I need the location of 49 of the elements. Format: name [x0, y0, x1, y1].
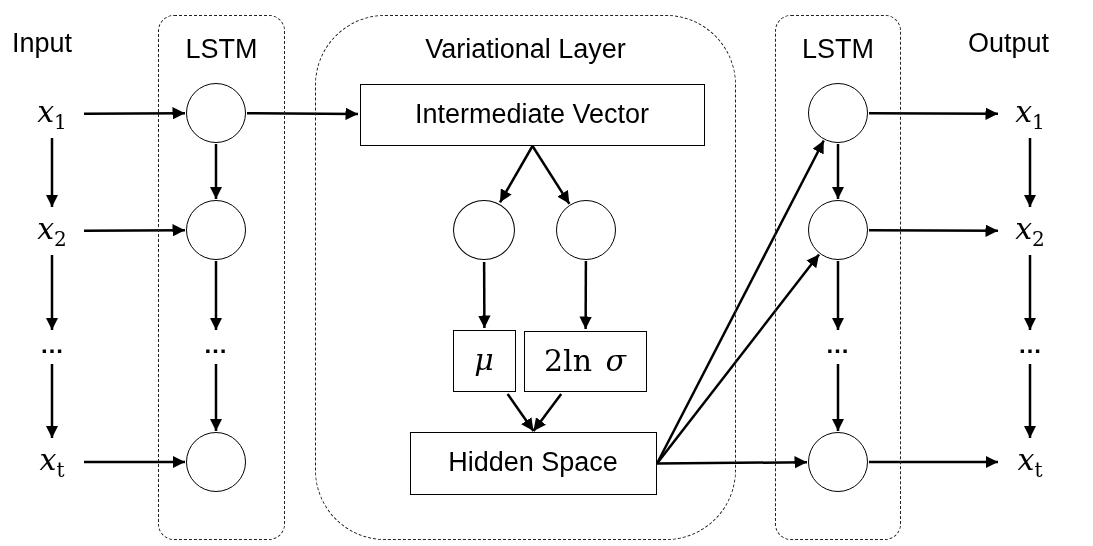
- arrow: [84, 107, 185, 120]
- lstm-layer-panel: [158, 15, 285, 540]
- arrow: [831, 364, 845, 431]
- arrow: [656, 253, 820, 465]
- arrow: [831, 144, 845, 199]
- arrow: [1023, 255, 1037, 330]
- column-label: Input: [12, 28, 73, 59]
- arrow: [209, 144, 223, 199]
- output-variable: x$_{2}$: [1000, 209, 1060, 253]
- arrow: [869, 107, 998, 120]
- arrow: [84, 224, 185, 237]
- arrow: [1023, 138, 1037, 207]
- arrow: [209, 261, 223, 330]
- process-box: 2ln σ: [523, 330, 647, 392]
- arrow: [869, 224, 998, 237]
- panel-heading: LSTM: [801, 34, 875, 65]
- arrow: [498, 145, 534, 203]
- panel-heading: LSTM: [184, 34, 259, 65]
- arrow: [45, 364, 59, 438]
- ellipsis: …: [32, 332, 72, 362]
- variational-layer-panel: [315, 15, 736, 540]
- process-box: Hidden Space: [409, 431, 657, 495]
- arrow: [657, 456, 807, 469]
- input-variable: x$_{1}$: [22, 92, 82, 136]
- arrow: [84, 455, 185, 469]
- arrow: [579, 261, 592, 329]
- arrow: [45, 255, 59, 330]
- lstm-layer-panel: [775, 15, 901, 540]
- arrow: [869, 455, 998, 469]
- arrow: [45, 138, 59, 207]
- arrow: [1023, 364, 1037, 438]
- output-variable: x$_{t}$: [1000, 440, 1060, 484]
- arrow: [531, 145, 571, 205]
- input-variable: x$_{t}$: [22, 440, 82, 484]
- arrow: [209, 364, 223, 431]
- column-label: Output: [968, 28, 1050, 59]
- process-box: Intermediate Vector: [359, 83, 705, 146]
- ellipsis: …: [817, 331, 858, 362]
- panel-heading: Variational Layer: [424, 34, 627, 65]
- output-variable: x$_{1}$: [1000, 92, 1060, 136]
- arrow: [532, 393, 563, 432]
- input-variable: x$_{2}$: [22, 209, 82, 253]
- arrow: [831, 261, 845, 330]
- process-box: μ: [452, 329, 516, 392]
- arrow: [247, 107, 358, 121]
- arrow: [478, 262, 491, 328]
- ellipsis: …: [195, 331, 236, 362]
- arrow: [506, 393, 535, 432]
- ellipsis: …: [1010, 332, 1050, 362]
